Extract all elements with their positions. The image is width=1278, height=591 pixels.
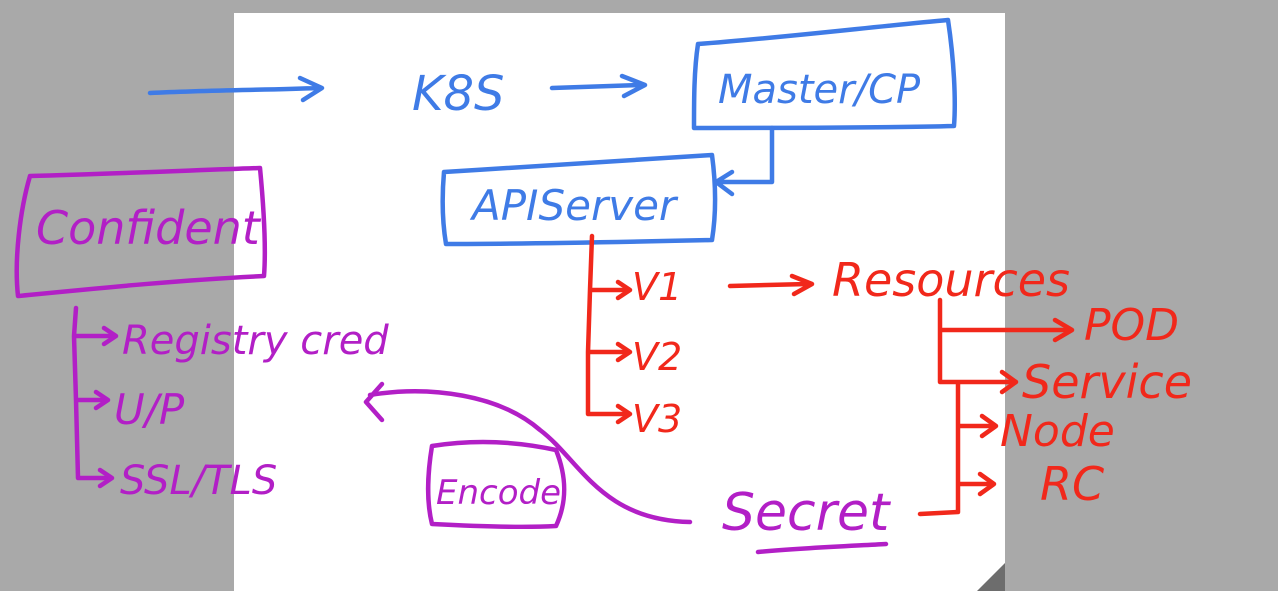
resource-rc: RC: [1040, 457, 1104, 511]
intro-arrow: [147, 75, 325, 103]
blue-strokes: [147, 17, 957, 247]
version-v1: V1: [632, 265, 682, 309]
red-strokes: [585, 233, 1075, 517]
secret-to-up-curve: [363, 381, 693, 525]
secret-label: Secret: [722, 483, 891, 543]
secret-underline: [755, 541, 889, 555]
apiserver-label: APIServer: [469, 181, 679, 230]
confidant-label: Confident: [36, 201, 262, 255]
resource-pod: POD: [1084, 300, 1179, 351]
version-arrowheads: [615, 279, 633, 425]
resource-tree-lines: [917, 297, 1073, 517]
confidant-item-registry-cred: Registry cred: [122, 318, 389, 364]
v1-to-resources-arrow: [727, 273, 815, 297]
resource-arrowheads: [977, 317, 1075, 497]
k8s-to-master-arrow: [549, 73, 648, 99]
version-v3: V3: [632, 397, 682, 441]
version-v2: V2: [632, 335, 682, 379]
confidant-item-up: U/P: [114, 385, 185, 434]
resource-node: Node: [1000, 406, 1115, 457]
confidant-box: [14, 165, 268, 299]
confidant-arrowheads: [93, 325, 119, 489]
resource-service: Service: [1022, 355, 1192, 409]
purple-strokes: [14, 165, 693, 530]
master-label: Master/CP: [718, 67, 921, 113]
apiserver-box: [440, 152, 718, 247]
k8s-label: K8S: [412, 66, 504, 122]
version-tree-lines: [585, 233, 628, 417]
resources-label: Resources: [832, 253, 1070, 307]
master-box: [691, 17, 957, 131]
confidant-tree-lines: [71, 305, 113, 481]
whiteboard-page: [234, 13, 1005, 591]
encode-box: [425, 439, 567, 530]
master-to-apiserver-connector: [713, 125, 775, 197]
confidant-item-ssl-tls: SSL/TLS: [120, 458, 277, 504]
encode-label: Encode: [436, 473, 561, 513]
